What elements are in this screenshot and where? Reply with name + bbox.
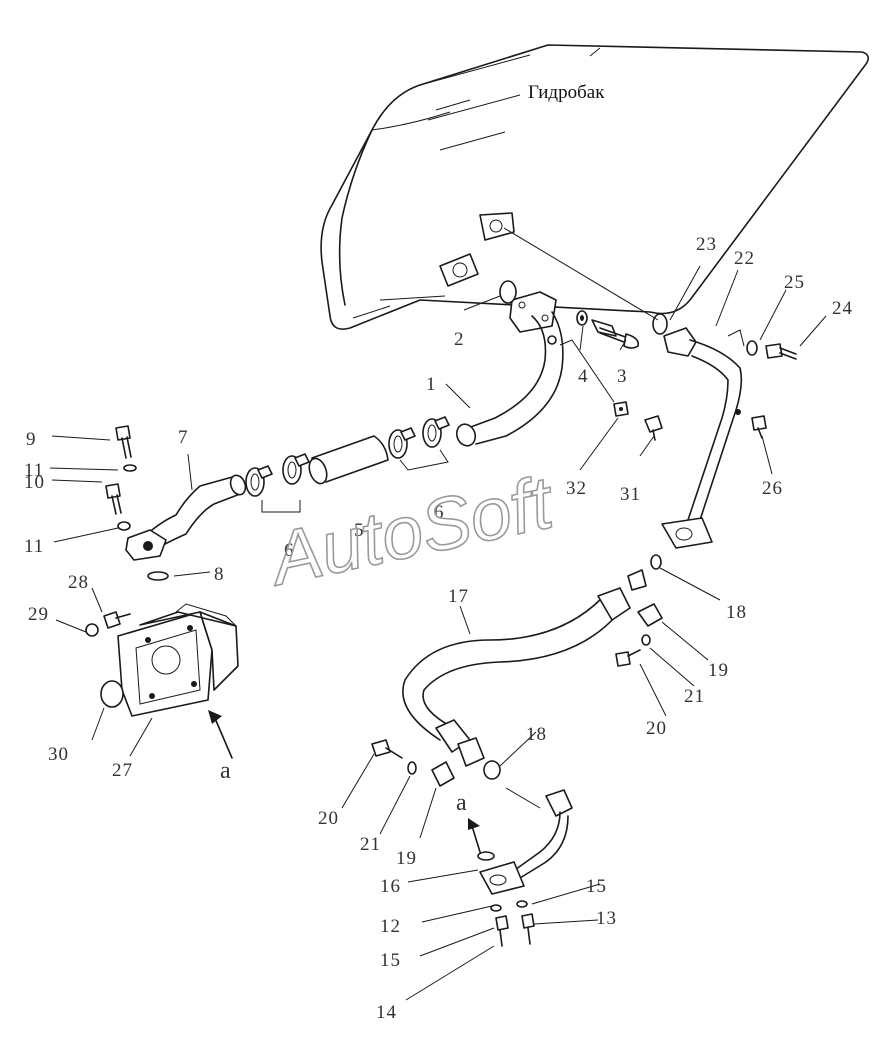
label-11a: 11 (24, 460, 44, 481)
bracket-6 (261, 500, 301, 513)
view-marker-a-pump: a (220, 758, 232, 784)
label-11b: 11 (24, 536, 44, 557)
label-25: 25 (784, 272, 805, 293)
o-ring-23 (652, 313, 668, 335)
hose-5 (308, 435, 389, 485)
bolt-9 (115, 425, 132, 459)
bolt-20a (615, 649, 641, 667)
label-6: 6 (284, 540, 295, 561)
pump-27 (117, 603, 239, 717)
label-2: 2 (454, 329, 465, 350)
fitting-31 (644, 415, 663, 441)
label-27: 27 (112, 760, 133, 781)
washer-29 (85, 623, 99, 637)
label-14: 14 (376, 1002, 397, 1023)
part-labels: 1 2 3 4 5 6 6 7 8 9 10 11 11 12 13 14 15… (24, 234, 853, 1023)
hose-17 (402, 569, 647, 767)
label-20a: 20 (646, 718, 667, 739)
washer-12 (490, 904, 502, 912)
label-30: 30 (48, 744, 69, 765)
label-8: 8 (214, 564, 225, 585)
label-17: 17 (448, 586, 469, 607)
washer-25 (746, 340, 758, 356)
washer-15b (516, 900, 528, 908)
label-21a: 21 (684, 686, 705, 707)
outlet-pipe-16 (479, 789, 573, 895)
label-19b: 19 (396, 848, 417, 869)
label-6b: 6 (434, 502, 445, 523)
view-arrow-a-outlet (468, 818, 481, 853)
label-1: 1 (426, 374, 437, 395)
view-arrow-a-pump (208, 710, 233, 759)
pipe-7 (125, 474, 247, 561)
label-7: 7 (178, 427, 189, 448)
label-19a: 19 (708, 660, 729, 681)
o-ring-16 (477, 851, 495, 861)
label-15a: 15 (380, 950, 401, 971)
clamp-19a (637, 603, 663, 627)
label-24: 24 (832, 298, 853, 319)
washer-21b (407, 761, 417, 775)
label-3: 3 (617, 366, 628, 387)
leader-outlet (505, 787, 541, 809)
clamps-6 (245, 453, 310, 497)
label-26: 26 (762, 478, 783, 499)
leader-32 (559, 339, 615, 403)
bolt-13 (521, 913, 535, 945)
washer-11b (117, 521, 131, 531)
bolt-10 (105, 483, 122, 515)
label-29: 29 (28, 604, 49, 625)
tank-title: Гидробак (528, 82, 605, 103)
bracket-6b (399, 449, 449, 471)
leader-lines (49, 265, 827, 1001)
label-22: 22 (734, 248, 755, 269)
view-marker-a-outlet: a (456, 790, 468, 816)
watermark: AutoSoft (260, 460, 562, 602)
label-10: 10 (24, 472, 45, 493)
label-16: 16 (380, 876, 401, 897)
label-4: 4 (578, 366, 589, 387)
washer-21a (641, 634, 651, 646)
plug-32 (613, 401, 629, 417)
label-23: 23 (696, 234, 717, 255)
clamp-19b (431, 761, 455, 787)
bolt-3 (591, 319, 640, 349)
label-18b: 18 (526, 724, 547, 745)
washer-11a (123, 464, 137, 472)
label-20b: 20 (318, 808, 339, 829)
bolt-24 (765, 343, 797, 360)
hydraulic-tank (320, 44, 870, 330)
bolt-20b (371, 739, 403, 759)
label-31: 31 (620, 484, 641, 505)
plug-26 (751, 415, 767, 439)
suction-pipe (455, 291, 564, 447)
label-21b: 21 (360, 834, 381, 855)
washer-4 (576, 310, 588, 326)
label-9: 9 (26, 429, 37, 450)
label-28: 28 (68, 572, 89, 593)
o-ring-2 (499, 280, 517, 304)
label-32: 32 (566, 478, 587, 499)
label-5: 5 (354, 520, 365, 541)
o-ring-8 (147, 571, 169, 581)
label-13: 13 (596, 908, 617, 929)
o-ring-30 (100, 680, 124, 708)
label-18a: 18 (726, 602, 747, 623)
bolt-14 (495, 915, 509, 947)
label-15b: 15 (586, 876, 607, 897)
leader-22 (727, 329, 745, 347)
label-12: 12 (380, 916, 401, 937)
o-ring-18b (483, 760, 501, 780)
bolt-28 (103, 611, 131, 629)
o-ring-18a (650, 554, 662, 570)
leader-23 (503, 227, 659, 321)
clamps-6b (388, 416, 450, 459)
return-pipe-22 (661, 327, 743, 549)
